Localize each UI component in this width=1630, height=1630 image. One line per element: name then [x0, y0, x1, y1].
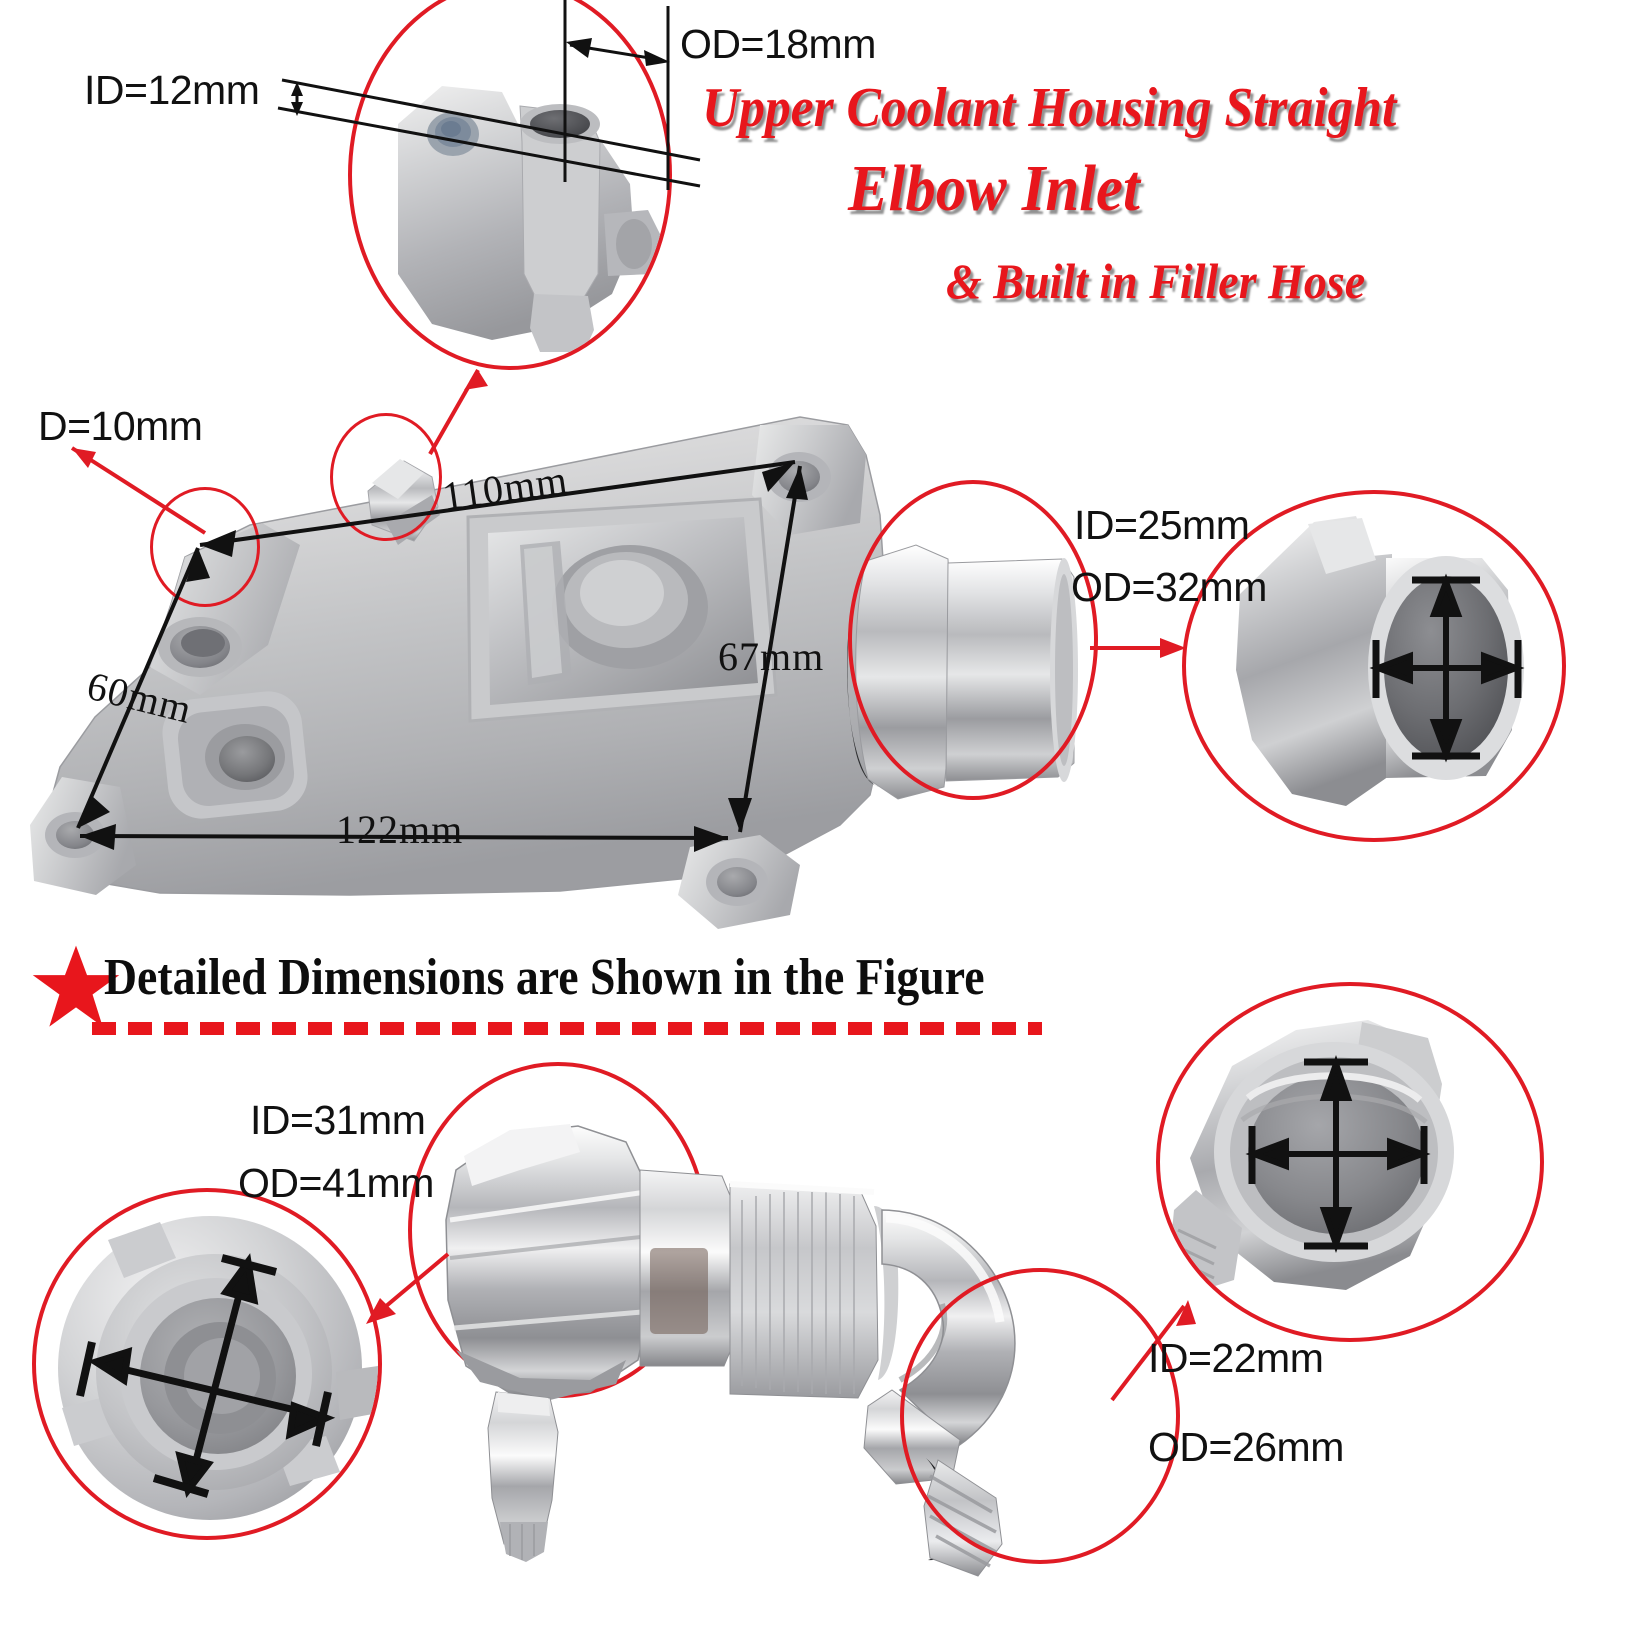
label-id-22mm: ID=22mm	[1148, 1335, 1324, 1381]
highlight-circle-outlet-neck	[848, 480, 1098, 800]
label-od-26mm: OD=26mm	[1148, 1424, 1344, 1470]
detail-circle-threaded-port	[1156, 982, 1544, 1342]
label-d-10mm: D=10mm	[38, 403, 203, 449]
highlight-circle-bolt-hole	[150, 487, 260, 607]
dimension-lines-top	[70, 0, 808, 852]
label-od-32mm: OD=32mm	[1071, 564, 1267, 610]
highlight-circle-nipple	[330, 413, 442, 541]
label-od-41mm: OD=41mm	[238, 1160, 434, 1206]
label-122mm: 122mm	[336, 807, 464, 852]
product-title-line-3: & Built in Filler Hose	[946, 253, 1366, 309]
highlight-circle-elbow-thread	[900, 1268, 1180, 1564]
banner-heading: Detailed Dimensions are Shown in the Fig…	[104, 949, 985, 1006]
product-title-line-1: Upper Coolant Housing Straight	[702, 77, 1397, 139]
banner-dashed-rule	[92, 1022, 1042, 1035]
label-od-18mm: OD=18mm	[680, 21, 876, 67]
leader-arrow-outlet	[1090, 638, 1186, 658]
elbow-inlet-fitting	[445, 1124, 1016, 1577]
star-icon	[32, 945, 120, 1027]
detail-circle-filler-cap-port	[32, 1188, 382, 1540]
detail-circle-outlet-port	[1182, 490, 1566, 842]
label-id-31mm: ID=31mm	[250, 1097, 426, 1143]
label-id-12mm: ID=12mm	[84, 67, 260, 113]
label-id-25mm: ID=25mm	[1074, 502, 1250, 548]
label-67mm: 67mm	[718, 634, 825, 679]
product-title-line-2: Elbow Inlet	[848, 152, 1140, 225]
leader-arrow-thread	[1110, 1300, 1196, 1402]
leader-arrow-filler-cap	[366, 1252, 450, 1324]
leader-arrow-nipple	[428, 369, 488, 455]
